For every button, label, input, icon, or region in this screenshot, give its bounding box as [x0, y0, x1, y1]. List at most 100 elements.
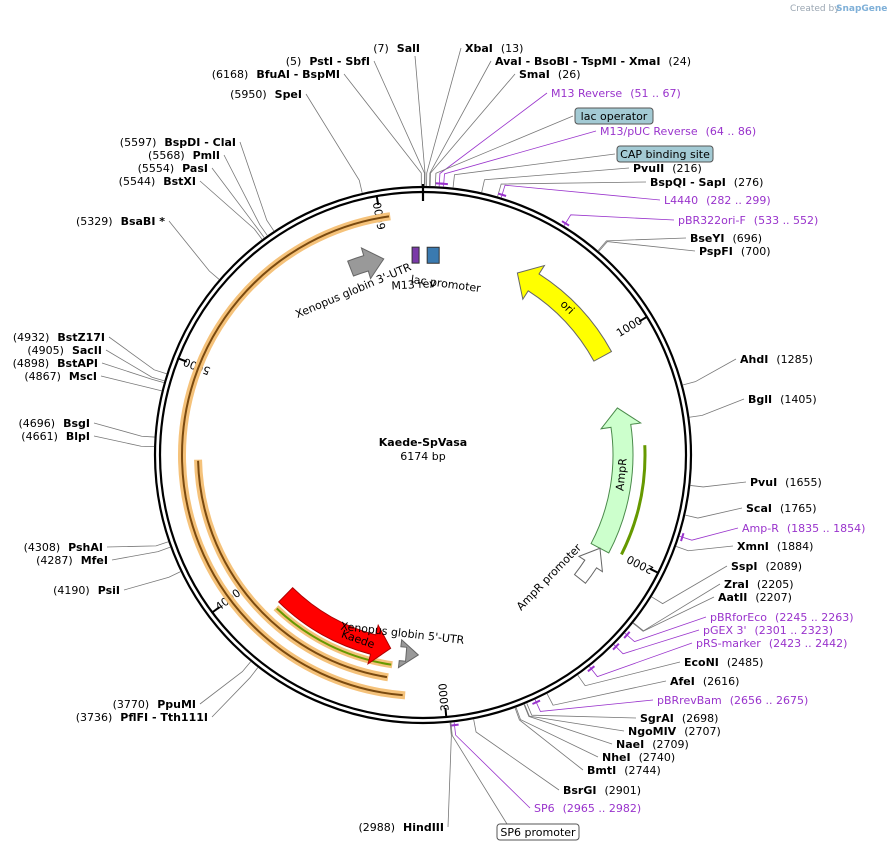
site-right-1: XbaI(13): [465, 42, 523, 55]
primer-mark-9: [450, 723, 459, 727]
tick-label-1000: 1000: [614, 314, 645, 340]
site-name: SspI: [731, 560, 757, 573]
site-name: NgoMIV: [628, 725, 677, 738]
site-position: (5544): [119, 175, 156, 188]
plasmid-name: Kaede-SpVasa: [379, 436, 467, 449]
site-right-23: BsrGI(2901): [563, 784, 641, 797]
site-leader-l12: [93, 422, 155, 438]
ampr-promoter-label: AmpR promoter: [514, 541, 585, 613]
site-position: (2089): [765, 560, 802, 573]
tick-4000: [210, 606, 221, 614]
boxed-feature-2: [496, 823, 580, 841]
site-position: (7): [373, 42, 389, 55]
site-position: (4932): [13, 331, 50, 344]
site-position: (5329): [76, 215, 113, 228]
site-leader-r4: [481, 167, 630, 193]
primer-range: (2965 .. 2982): [563, 802, 642, 815]
site-position: (1655): [785, 476, 822, 489]
site-name: PstI - SbfI: [309, 55, 370, 68]
primer-9: SP6(2965 .. 2982): [534, 802, 641, 815]
site-position: (4287): [36, 554, 73, 567]
site-name: BsrGI: [563, 784, 596, 797]
site-position: (4190): [53, 584, 90, 597]
site-name: PvuI: [750, 476, 777, 489]
primer-7: pRS-marker(2423 .. 2442): [696, 637, 847, 650]
site-left-14: (4308)PshAI: [24, 541, 103, 554]
site-leader-r21: [515, 707, 599, 758]
kaede-arrow: [277, 586, 392, 666]
primer-name: pGEX 3': [703, 624, 747, 637]
site-left-3: (5597)BspDI - ClaI: [120, 136, 236, 149]
snapgene-logo: SnapGene: [836, 4, 887, 14]
primer-range: (2301 .. 2323): [755, 624, 834, 637]
site-position: (700): [741, 245, 771, 258]
site-leader-l7: [168, 220, 220, 280]
site-left-17: (3770)PpuMI: [113, 698, 196, 711]
site-left-4: (5568) PmlI: [148, 149, 220, 162]
primer-range: (2423 .. 2442): [769, 637, 848, 650]
site-leader-r15: [632, 596, 715, 632]
site-position: (5597): [120, 136, 157, 149]
site-right-8: AhdI(1285): [740, 353, 813, 366]
primer-0: M13 Reverse(51 .. 67): [551, 87, 681, 100]
site-leader-l13: [93, 435, 155, 448]
primer-mark-3: [561, 220, 570, 227]
site-position: (4696): [19, 417, 56, 430]
boxed-feature-label-0: lac operator: [581, 110, 648, 123]
site-name: PasI: [182, 162, 208, 175]
site-left-6: (5544)BstXI: [119, 175, 196, 188]
tick-1000: [638, 315, 649, 323]
site-name: BsaBI *: [121, 215, 166, 228]
site-leader-l19: [447, 722, 452, 828]
site-name: PmlI: [193, 149, 220, 162]
xenopus-3utr-arrow: [347, 247, 385, 280]
site-leader-l18: [211, 667, 259, 718]
site-right-10: PvuI (1655): [750, 476, 822, 489]
site-leader-r20: [523, 704, 613, 745]
site-position: (2707): [684, 725, 721, 738]
tick-label-2000: 2000: [625, 552, 656, 576]
site-name: MscI: [69, 370, 97, 383]
site-left-16: (4190) PsiI: [53, 584, 120, 597]
primer-range: (51 .. 67): [630, 87, 681, 100]
ori-arrow: [516, 264, 613, 362]
site-name: PshAI: [68, 541, 103, 554]
site-left-12: (4696)BsgI: [19, 417, 90, 430]
site-name: BseYI: [690, 232, 724, 245]
site-leader-r6: [597, 237, 687, 251]
site-leader-l6: [199, 180, 263, 240]
site-position: (2744): [624, 764, 661, 777]
site-leader-l2: [305, 93, 363, 194]
site-name: NaeI: [616, 738, 644, 751]
primer-leader-8: [534, 699, 654, 712]
primer-name: pBRrevBam: [657, 694, 722, 707]
site-name: XbaI: [465, 42, 493, 55]
site-name: AatII: [718, 591, 747, 604]
site-right-18: SgrAI(2698): [640, 712, 718, 725]
boxed-leader-0: [434, 115, 574, 187]
site-name: SmaI: [519, 68, 550, 81]
site-left-18: (3736)PflFI - Tth111I: [76, 711, 208, 724]
site-position: (5568): [148, 149, 185, 162]
site-name: PspFI: [699, 245, 733, 258]
site-right-22: BmtI(2744): [587, 764, 661, 777]
primer-4: Amp-R(1835 .. 1854): [742, 522, 865, 535]
plasmid-size: 6174 bp: [400, 450, 445, 463]
site-name: NheI: [602, 751, 631, 764]
site-right-3: SmaI(26): [519, 68, 581, 81]
site-name: BspQI - SapI: [650, 176, 726, 189]
site-leader-r9: [689, 398, 745, 418]
orf-inner-line: [197, 460, 388, 679]
orf-outer-line: [180, 215, 403, 697]
site-leader-r23: [473, 719, 560, 791]
boxed-feature-1: [616, 145, 714, 163]
primer-name: pBRforEco: [710, 611, 767, 624]
site-position: (5950): [230, 88, 267, 101]
site-name: PsiI: [98, 584, 120, 597]
m13-rev-label: M13 rev: [391, 277, 437, 292]
site-name: BfuAI - BspMI: [256, 68, 340, 81]
site-position: (216): [672, 162, 702, 175]
m13-rev-box: [411, 246, 420, 264]
primer-leader-5: [624, 616, 707, 643]
site-name: BlpI: [66, 430, 90, 443]
